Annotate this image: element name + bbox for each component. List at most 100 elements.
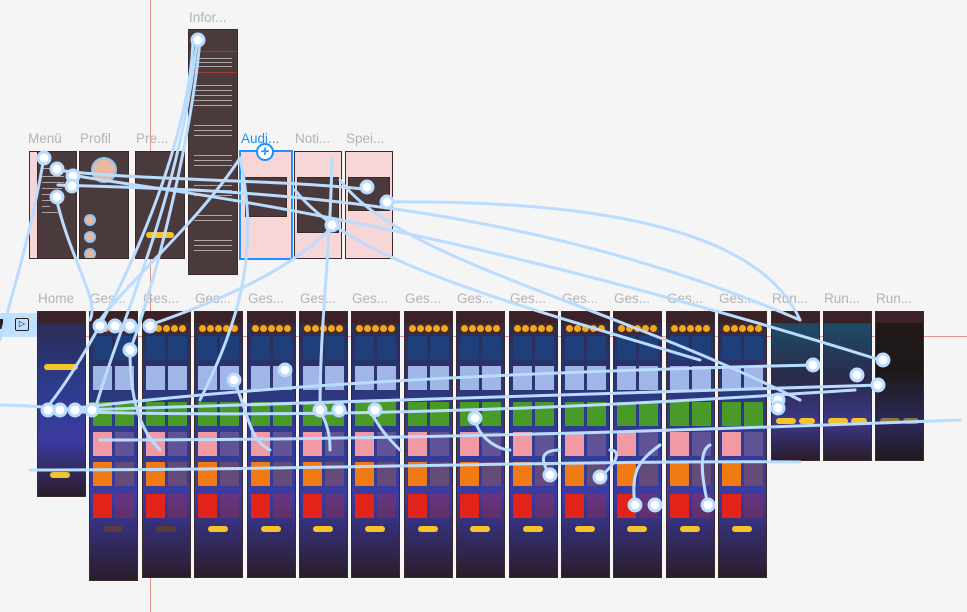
game-card[interactable] (325, 336, 344, 360)
frame-ges-5[interactable] (300, 312, 347, 577)
game-card[interactable] (115, 494, 134, 518)
game-card[interactable] (744, 366, 763, 390)
continue-button[interactable] (365, 526, 385, 532)
game-card[interactable] (93, 462, 112, 486)
game-card[interactable] (93, 432, 112, 456)
game-card[interactable] (482, 402, 501, 426)
game-card[interactable] (535, 366, 554, 390)
game-card[interactable] (377, 462, 396, 486)
game-card[interactable] (535, 336, 554, 360)
game-card[interactable] (115, 336, 134, 360)
game-card[interactable] (639, 462, 658, 486)
frame-ges-2[interactable] (143, 312, 190, 577)
game-card[interactable] (692, 432, 711, 456)
game-card[interactable] (460, 336, 479, 360)
game-card[interactable] (146, 366, 165, 390)
game-card[interactable] (722, 462, 741, 486)
frame-ges-9[interactable] (510, 312, 557, 577)
game-card[interactable] (303, 462, 322, 486)
game-card[interactable] (565, 462, 584, 486)
game-card[interactable] (377, 494, 396, 518)
sidebar-toggle-icon[interactable] (0, 319, 3, 329)
game-card[interactable] (722, 494, 741, 518)
game-card[interactable] (220, 336, 239, 360)
game-card[interactable] (325, 402, 344, 426)
game-card[interactable] (565, 336, 584, 360)
game-card[interactable] (639, 366, 658, 390)
frame-ges-8[interactable] (457, 312, 504, 577)
game-card[interactable] (251, 336, 270, 360)
frame-label-2[interactable]: Ges... (143, 291, 180, 306)
game-card[interactable] (115, 366, 134, 390)
action-button-right[interactable] (799, 418, 815, 424)
game-card[interactable] (692, 366, 711, 390)
frame-label-7[interactable]: Ges... (405, 291, 442, 306)
game-card[interactable] (692, 336, 711, 360)
game-card[interactable] (513, 432, 532, 456)
game-card[interactable] (744, 462, 763, 486)
game-card[interactable] (273, 432, 292, 456)
game-card[interactable] (93, 366, 112, 390)
game-card[interactable] (251, 432, 270, 456)
game-card[interactable] (587, 432, 606, 456)
game-card[interactable] (482, 494, 501, 518)
game-card[interactable] (303, 402, 322, 426)
game-card[interactable] (168, 494, 187, 518)
frame-label-12[interactable]: Ges... (667, 291, 704, 306)
frame-ges-6[interactable] (352, 312, 399, 577)
game-card[interactable] (408, 462, 427, 486)
frame-noti[interactable] (295, 152, 341, 258)
game-card[interactable] (617, 366, 636, 390)
game-card[interactable] (115, 402, 134, 426)
game-card[interactable] (220, 462, 239, 486)
game-card[interactable] (617, 494, 636, 518)
frame-label-0[interactable]: Home (38, 291, 75, 306)
game-card[interactable] (722, 402, 741, 426)
frame-run-1[interactable] (772, 312, 819, 460)
game-card[interactable] (168, 462, 187, 486)
frame-label-1[interactable]: Ges... (90, 291, 127, 306)
action-button-right[interactable] (903, 418, 919, 424)
game-card[interactable] (220, 432, 239, 456)
game-card[interactable] (430, 402, 449, 426)
game-card[interactable] (587, 462, 606, 486)
game-card[interactable] (168, 336, 187, 360)
game-card[interactable] (325, 462, 344, 486)
game-card[interactable] (460, 366, 479, 390)
game-card[interactable] (430, 336, 449, 360)
game-card[interactable] (744, 494, 763, 518)
game-card[interactable] (251, 366, 270, 390)
game-card[interactable] (377, 366, 396, 390)
game-card[interactable] (482, 336, 501, 360)
game-card[interactable] (168, 366, 187, 390)
game-card[interactable] (325, 432, 344, 456)
game-card[interactable] (587, 494, 606, 518)
game-card[interactable] (639, 432, 658, 456)
game-card[interactable] (722, 432, 741, 456)
game-card[interactable] (535, 494, 554, 518)
frame-ges-10[interactable] (562, 312, 609, 577)
frame-label-profil[interactable]: Profil (80, 131, 111, 146)
game-card[interactable] (535, 462, 554, 486)
frame-pre[interactable] (136, 152, 184, 258)
frame-label-4[interactable]: Ges... (248, 291, 285, 306)
game-card[interactable] (93, 494, 112, 518)
game-card[interactable] (273, 366, 292, 390)
game-card[interactable] (670, 336, 689, 360)
game-card[interactable] (115, 462, 134, 486)
game-card[interactable] (722, 336, 741, 360)
game-card[interactable] (146, 462, 165, 486)
game-card[interactable] (670, 402, 689, 426)
game-card[interactable] (220, 494, 239, 518)
game-card[interactable] (460, 402, 479, 426)
add-connection-icon[interactable]: + (256, 143, 274, 161)
frame-label-menu[interactable]: Menü (28, 131, 62, 146)
game-card[interactable] (325, 494, 344, 518)
frame-label-14[interactable]: Run... (772, 291, 809, 306)
game-card[interactable] (460, 432, 479, 456)
continue-button[interactable] (732, 526, 752, 532)
continue-button[interactable] (680, 526, 700, 532)
action-button-left[interactable] (776, 418, 796, 424)
game-card[interactable] (587, 336, 606, 360)
frame-label-13[interactable]: Ges... (719, 291, 756, 306)
